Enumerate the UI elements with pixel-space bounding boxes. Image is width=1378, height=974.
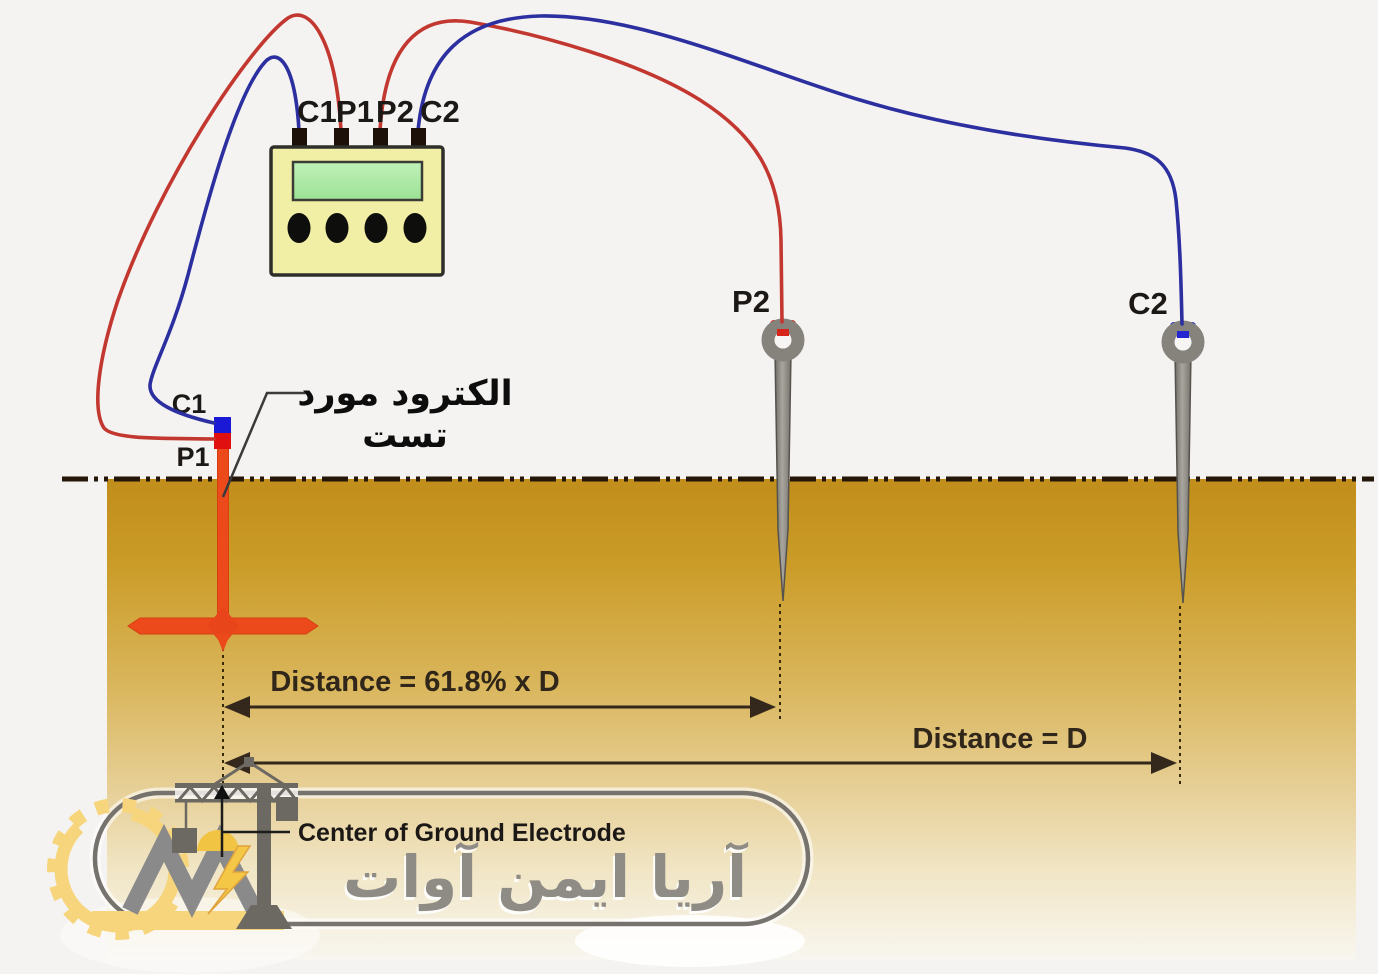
crane-boom-top-chord (175, 783, 298, 788)
wire-p1-red (96, 13, 343, 441)
center-of-ground-electrode-label: Center of Ground Electrode (298, 819, 626, 847)
arrowhead-left-d (224, 752, 250, 774)
arrowhead-right-618 (750, 696, 776, 718)
soil (107, 479, 1356, 960)
center-marker-triangle (214, 785, 230, 799)
meter-knob-3[interactable] (364, 213, 388, 243)
distance-618-label: Distance = 61.8% x D (270, 666, 559, 698)
probe-p2: P2 (732, 284, 805, 602)
meter-terminal-c1[interactable] (292, 128, 307, 149)
crane-load (172, 828, 197, 853)
annotation-line2: تست (362, 416, 448, 456)
crane-icon (172, 757, 298, 929)
test-electrode-p1-label: P1 (176, 442, 209, 472)
wire-c2-blue (416, 14, 1184, 326)
meter-lcd-display (291, 160, 424, 202)
crane-base (236, 905, 292, 929)
watermark: آریا ایمن آوات آریا ایمن آوات (47, 757, 814, 973)
test-electrode-c1-label: C1 (172, 389, 207, 419)
logo-base-bar (92, 911, 284, 930)
probe-c2: C2 (1128, 286, 1205, 604)
meter-terminal-label-c2: C2 (420, 94, 460, 129)
c2-clip-tongue (1177, 331, 1189, 338)
meter-terminal-label-p2: P2 (376, 94, 414, 129)
arrowhead-right-d (1151, 752, 1177, 774)
test-leads (96, 13, 1184, 441)
crane-mast (257, 787, 271, 907)
dimension-d: Distance = D (224, 723, 1177, 774)
c2-label: C2 (1128, 286, 1168, 321)
crane-counterweight (276, 797, 298, 821)
meter-terminal-p1[interactable] (334, 128, 349, 149)
test-electrode-p1-terminal (214, 433, 231, 449)
helmet-icon (197, 830, 239, 851)
meter-terminal-label-p1: P1 (336, 94, 374, 129)
watermark-text-shadow: آریا ایمن آوات (341, 844, 747, 915)
distance-d-label: Distance = D (913, 723, 1088, 755)
dimension-61-8: Distance = 61.8% x D (224, 666, 776, 718)
earth-tester-meter: C1 P1 P2 C2 (269, 94, 460, 277)
test-electrode-rod (217, 446, 229, 628)
annotation-line1: الکترود مورد (297, 374, 512, 414)
test-electrode-c1-terminal (214, 417, 231, 433)
p2-ring (761, 318, 805, 362)
test-electrode: C1 P1 الکترود مورد تست (127, 374, 513, 652)
arrowhead-left-618 (224, 696, 250, 718)
lightning-bolt-icon (207, 845, 252, 915)
test-electrode-hub (207, 607, 239, 646)
watermark-frame (92, 790, 811, 927)
watermark-text: آریا ایمن آوات (343, 841, 749, 912)
meter-knob-2[interactable] (325, 213, 349, 243)
p2-clip-tongue (777, 329, 789, 336)
center-marker: Center of Ground Electrode (214, 785, 626, 857)
crane-boom-bottom-chord (175, 799, 298, 803)
meter-knob-4[interactable] (403, 213, 427, 243)
c2-ring (1161, 320, 1205, 364)
wire-c1-blue (148, 55, 301, 425)
p2-label: P2 (732, 284, 770, 319)
crane-ties (211, 760, 287, 788)
crane-boom-lattice (176, 784, 298, 804)
meter-terminal-label-c1: C1 (297, 94, 337, 129)
annotation-leader-line (221, 391, 310, 498)
meter-terminal-p2[interactable] (373, 128, 388, 149)
wire-p2-red (378, 19, 784, 324)
test-electrode-tip (216, 634, 230, 652)
meter-knob-1[interactable] (287, 213, 311, 243)
meter-terminal-c2[interactable] (411, 128, 426, 149)
